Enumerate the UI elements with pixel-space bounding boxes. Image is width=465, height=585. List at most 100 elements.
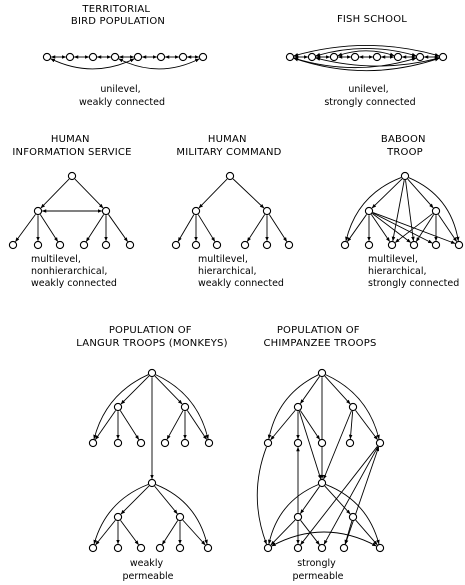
territorial-node [156, 52, 166, 62]
langur-lower-edge [154, 485, 178, 515]
langur-population-title: POPULATION OF LANGUR TROOPS (MONKEYS) [76, 325, 227, 349]
military-edge [198, 178, 228, 209]
network-edges [15, 45, 460, 547]
langur-upper-leaf-node [136, 438, 146, 448]
fish-node [307, 52, 317, 62]
langur-lower-edge [182, 519, 206, 546]
territorial-node [110, 52, 120, 62]
langur-upper-arc [93, 374, 149, 440]
langur-upper-edge [119, 410, 140, 440]
chimp-lower-mid-node [293, 512, 303, 522]
langur-upper-leaf-node [88, 438, 98, 448]
langur-population-caption: weakly permeable [122, 558, 173, 582]
info-root-node [67, 171, 77, 181]
baboon-edge [347, 214, 367, 242]
chimp-link-edge [323, 410, 352, 480]
chimp-lower-root-node [317, 478, 327, 488]
chimp-upper-leaf-node [263, 438, 273, 448]
fish-arc [315, 57, 440, 67]
info-leaf-node [33, 240, 43, 250]
baboon-leaf-node [364, 240, 374, 250]
baboon-root-node [400, 171, 410, 181]
information-service-title: HUMAN INFORMATION SERVICE [12, 134, 131, 158]
information-service-caption: multilevel, nonhierarchical, weakly conn… [31, 254, 117, 289]
baboon-leaf-node [431, 240, 441, 250]
fish-arc [293, 57, 417, 69]
baboon-edge [437, 214, 458, 242]
military-edge [246, 214, 266, 242]
territorial-node [42, 52, 52, 62]
baboon-edge [407, 178, 434, 209]
langur-lower-arc [155, 484, 208, 545]
langur-upper-arc [155, 374, 209, 440]
info-edge [74, 178, 104, 209]
baboon-cross-edge [372, 213, 412, 243]
fish-arc [293, 45, 440, 57]
chimp-upper-arc [325, 374, 380, 440]
chimp-upper-arc [267, 374, 319, 440]
chimp-upper-leaf-node [317, 438, 327, 448]
military-edge [268, 214, 288, 242]
chimp-upper-edge [324, 375, 351, 405]
langur-lower-leaf-node [136, 543, 146, 553]
fish-arc [337, 50, 395, 57]
fish-node [285, 52, 295, 62]
military-mid-node [262, 206, 272, 216]
territorial-node [65, 52, 75, 62]
military-leaf-node [171, 240, 181, 250]
territorial-node [133, 52, 143, 62]
langur-upper-mid-node [180, 402, 190, 412]
baboon-leaf-node [387, 240, 397, 250]
langur-lower-mid-node [113, 512, 123, 522]
military-edge [232, 178, 265, 209]
baboon-leaf-node [340, 240, 350, 250]
langur-lower-edge [95, 519, 116, 546]
info-mid-node [33, 206, 43, 216]
military-command-title: HUMAN MILITARY COMMAND [176, 134, 281, 158]
fish-node [329, 52, 339, 62]
chimp-lower-leaf-node [317, 543, 327, 553]
chimp-link-arc [271, 531, 377, 547]
chimp-lower-edge [270, 519, 296, 546]
langur-upper-leaf-node [160, 438, 170, 448]
military-edge [197, 214, 216, 242]
chimp-lower-leaf-node [375, 543, 385, 553]
chimp-lower-leaf-node [339, 543, 349, 553]
baboon-arc [345, 177, 402, 242]
langur-lower-leaf-node [155, 543, 165, 553]
baboon-edge [370, 214, 391, 242]
fish-node [372, 52, 382, 62]
langur-lower-arc [93, 484, 149, 545]
langur-upper-leaf-node [204, 438, 214, 448]
chimp-link-edge [323, 446, 379, 545]
chimp-link-edge [298, 410, 322, 480]
info-edge [15, 214, 36, 242]
military-leaf-node [262, 240, 272, 250]
info-edge [39, 214, 59, 242]
langur-lower-mid-node [175, 512, 185, 522]
fish-school-title: FISH SCHOOL [337, 14, 407, 25]
langur-lower-leaf-node [175, 543, 185, 553]
chimp-upper-leaf-node [375, 438, 385, 448]
baboon-edge [405, 180, 415, 242]
info-edge [85, 214, 105, 242]
langur-lower-edge [120, 520, 139, 545]
info-edge [40, 178, 70, 209]
baboon-troop-caption: multilevel, hierarchical, strongly conne… [368, 254, 459, 289]
langur-upper-mid-node [113, 402, 123, 412]
chimp-link-arc [256, 446, 267, 545]
langur-lower-edge [161, 520, 179, 545]
baboon-leaf-node [409, 240, 419, 250]
langur-upper-edge [166, 410, 184, 440]
military-leaf-node [191, 240, 201, 250]
chimp-lower-arc [267, 484, 319, 545]
fish-school-caption: unilevel, strongly connected [324, 84, 415, 108]
territorial-node [88, 52, 98, 62]
baboon-mid-node [431, 206, 441, 216]
baboon-cross-edge [394, 213, 433, 243]
military-root-node [225, 171, 235, 181]
fish-arc [315, 48, 417, 57]
territorial-title: TERRITORIAL BIRD POPULATION [71, 4, 165, 27]
baboon-troop-title: BABOON TROOP [381, 134, 429, 158]
